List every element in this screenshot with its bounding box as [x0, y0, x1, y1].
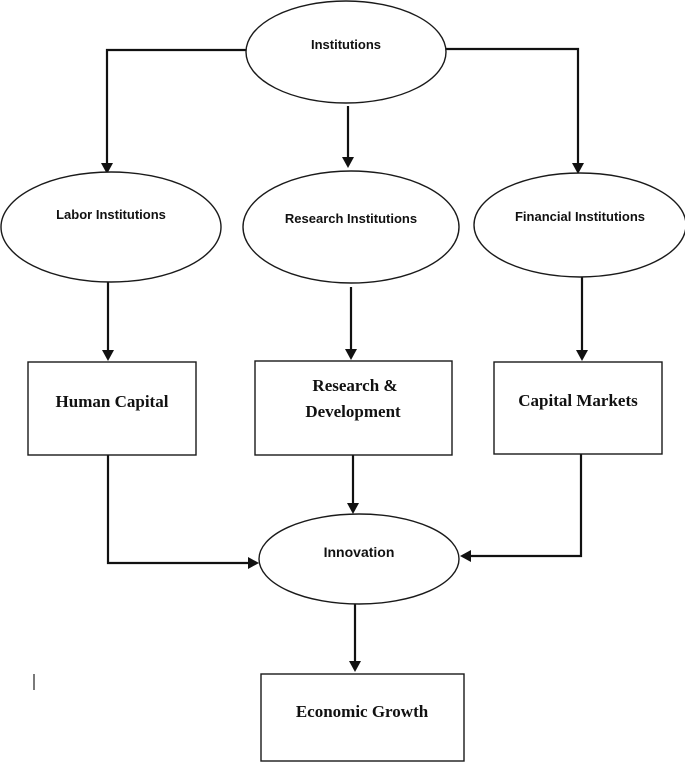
arrowhead-growth [349, 661, 361, 672]
innovation-ellipse [258, 513, 460, 605]
human-capital-box [27, 361, 197, 456]
arrowhead-research [342, 157, 354, 168]
node-institutions: Institutions [245, 0, 447, 104]
institutions-label: Institutions [311, 37, 381, 52]
labor-institutions-ellipse [0, 171, 222, 283]
research-development-label-line2: Development [305, 402, 401, 421]
arrowhead-innovation-top [347, 503, 359, 514]
edges [101, 47, 588, 672]
capital-markets-label: Capital Markets [518, 391, 638, 410]
research-development-box [254, 360, 453, 456]
arrowhead-labor [101, 163, 113, 174]
institutions-ellipse [245, 0, 447, 104]
economic-growth-box [260, 673, 465, 762]
edge-capital-markets-to-innovation [471, 452, 583, 558]
human-capital-label: Human Capital [56, 392, 169, 411]
node-research-institutions: Research Institutions [242, 170, 460, 284]
node-capital-markets: Capital Markets [493, 361, 663, 455]
arrowhead-capital-markets [576, 350, 588, 361]
node-research-development: Research & Development [254, 360, 453, 456]
research-institutions-label: Research Institutions [285, 211, 417, 226]
edge-human-capital-to-innovation [106, 455, 248, 565]
research-institutions-ellipse [242, 170, 460, 284]
arrowhead-innovation-left [248, 557, 259, 569]
edge-institutions-to-financial [446, 47, 580, 163]
edge-institutions-to-labor [105, 48, 247, 163]
economic-growth-label: Economic Growth [296, 702, 429, 721]
arrowhead-human-capital [102, 350, 114, 361]
research-development-label-line1: Research & [312, 376, 397, 395]
arrowhead-rd [345, 349, 357, 360]
arrowhead-innovation-right [460, 550, 471, 562]
financial-institutions-label: Financial Institutions [515, 209, 645, 224]
node-financial-institutions: Financial Institutions [473, 172, 685, 278]
innovation-label: Innovation [324, 544, 395, 560]
labor-institutions-label: Labor Institutions [56, 207, 166, 222]
arrowhead-financial [572, 163, 584, 174]
node-innovation: Innovation [258, 513, 460, 605]
capital-markets-box [493, 361, 663, 455]
node-labor-institutions: Labor Institutions [0, 171, 222, 283]
financial-institutions-ellipse [473, 172, 685, 278]
node-economic-growth: Economic Growth [260, 673, 465, 762]
node-human-capital: Human Capital [27, 361, 197, 456]
